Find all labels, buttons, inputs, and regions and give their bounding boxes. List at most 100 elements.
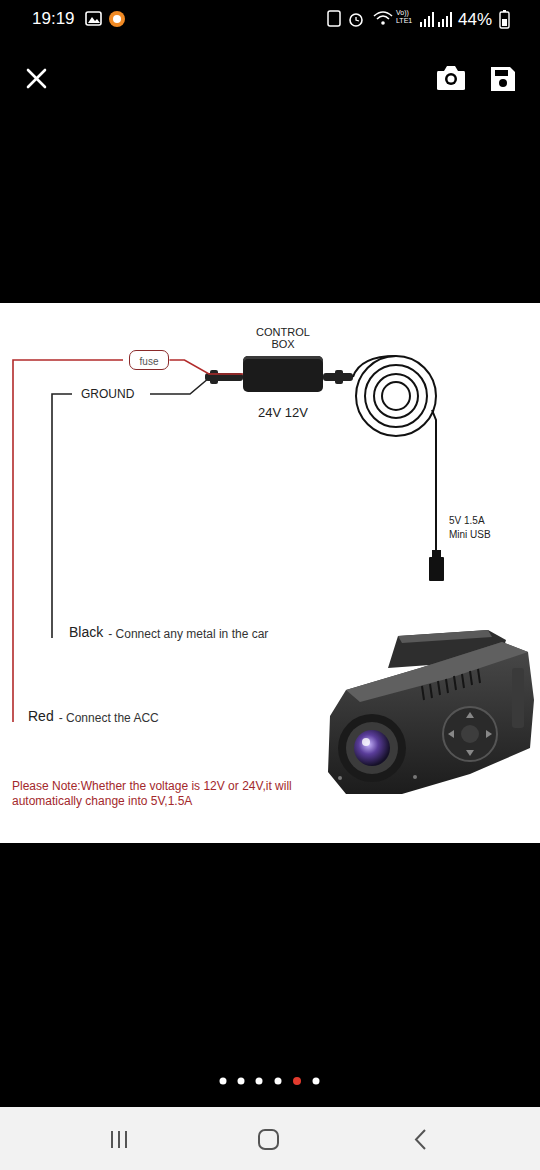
dash-cam-illustration xyxy=(346,722,398,774)
mini-usb-plug xyxy=(432,550,441,558)
dash-cam-illustration xyxy=(413,775,417,779)
coiled-cable xyxy=(432,410,436,552)
status-time: 19:19 xyxy=(32,9,75,29)
coiled-cable xyxy=(365,365,427,427)
status-icons xyxy=(450,12,452,27)
nav-icons xyxy=(111,1131,113,1148)
dash-cam-illustration xyxy=(443,707,497,761)
status-icons xyxy=(356,17,359,21)
status-icons xyxy=(381,21,385,25)
ground-wire xyxy=(150,378,209,394)
status-icons xyxy=(428,16,430,27)
dash-cam-illustration xyxy=(362,738,370,746)
camera-icon xyxy=(437,66,465,90)
status-icons xyxy=(500,12,509,28)
dash-cam-illustration xyxy=(478,669,480,683)
image-panel xyxy=(0,303,540,843)
status-battery: 44% xyxy=(458,10,492,30)
voltage-text: 24V 12V xyxy=(258,405,308,420)
dash-cam-illustration xyxy=(461,725,479,743)
status-icons xyxy=(86,12,101,25)
dash-cam-illustration xyxy=(430,684,432,698)
dash-cam-illustration xyxy=(462,674,464,688)
control-box: CONTROL BOX 24V 12V xyxy=(223,326,343,420)
wire-color: Red xyxy=(28,708,54,725)
dash-cam-illustration xyxy=(422,686,424,700)
coiled-cable xyxy=(356,356,436,436)
wire-instruction: - Connect the ACC xyxy=(59,711,159,725)
dash-cam-illustration xyxy=(470,671,472,685)
page-dots xyxy=(256,1078,263,1085)
status-icons xyxy=(109,11,125,27)
coiled-cable xyxy=(382,382,410,410)
page-dots xyxy=(238,1078,245,1085)
status-icons xyxy=(113,15,121,23)
dash-cam-illustration xyxy=(354,730,390,766)
box-heading: CONTROL BOX xyxy=(252,326,314,350)
page-dots xyxy=(275,1078,282,1085)
navigation-bar xyxy=(0,1107,540,1170)
camera-icon xyxy=(437,66,465,90)
red-acc-wire xyxy=(13,360,123,722)
status-icons xyxy=(424,19,426,27)
page-dots xyxy=(313,1078,320,1085)
ground-wire xyxy=(52,378,209,638)
dash-cam-illustration xyxy=(454,676,456,690)
status-icons xyxy=(88,17,100,23)
status-icons xyxy=(438,22,440,27)
note-text: Please Note:Whether the voltage is 12V o… xyxy=(12,779,322,809)
dash-cam-illustration xyxy=(328,630,534,794)
dash-cam-illustration xyxy=(448,712,492,756)
red-acc-wire xyxy=(13,360,123,722)
nav-icons xyxy=(112,1130,425,1149)
nav-icons xyxy=(416,1130,425,1149)
fuse-box: fuse xyxy=(129,350,170,370)
status-icons xyxy=(503,10,506,12)
dash-cam-illustration xyxy=(512,668,524,728)
camera-icon xyxy=(448,76,455,83)
status-icons xyxy=(86,10,509,28)
save-icon xyxy=(491,67,515,91)
power-wire xyxy=(169,360,243,374)
fuse-label: fuse xyxy=(140,356,159,367)
dash-cam-illustration xyxy=(398,630,492,643)
dash-cam-illustration xyxy=(448,730,454,738)
status-icons xyxy=(420,22,422,27)
status-icons xyxy=(377,16,389,19)
page-dots xyxy=(220,1078,227,1085)
control-box-leads xyxy=(210,370,218,384)
status-volte: Vo)) xyxy=(396,9,409,17)
dash-cam-illustration xyxy=(446,679,448,693)
dash-cam-illustration xyxy=(466,750,474,756)
status-icons xyxy=(350,14,362,26)
dash-cam-illustration xyxy=(328,642,534,794)
dash-cam-illustration xyxy=(346,642,528,702)
nav-icons xyxy=(125,1131,127,1148)
ground-wire xyxy=(52,394,72,638)
dash-cam-illustration xyxy=(486,730,492,738)
status-icons xyxy=(432,12,434,27)
page-dots xyxy=(220,1077,320,1085)
save-icon xyxy=(495,70,508,76)
status-network: LTE1 xyxy=(396,17,412,25)
output-spec: 5V 1.5A Mini USB xyxy=(449,514,501,542)
wire-instruction: - Connect any metal in the car xyxy=(108,627,268,641)
status-icons xyxy=(328,11,340,26)
status-icons xyxy=(446,16,448,27)
nav-icons xyxy=(118,1131,120,1148)
save-icon xyxy=(499,79,507,87)
mini-usb-plug xyxy=(429,550,444,581)
control-box-housing xyxy=(243,356,323,392)
dash-cam-illustration xyxy=(338,714,406,782)
mini-usb-plug xyxy=(429,557,444,581)
nav-icons xyxy=(259,1130,278,1149)
coiled-cable xyxy=(353,356,436,552)
close-icon xyxy=(28,70,45,87)
save-icon xyxy=(491,67,515,91)
close-icon xyxy=(28,70,45,87)
close-icon xyxy=(28,70,45,87)
dash-cam-illustration xyxy=(466,712,474,718)
dash-cam-illustration xyxy=(438,681,440,695)
dash-cam-illustration xyxy=(338,776,342,780)
